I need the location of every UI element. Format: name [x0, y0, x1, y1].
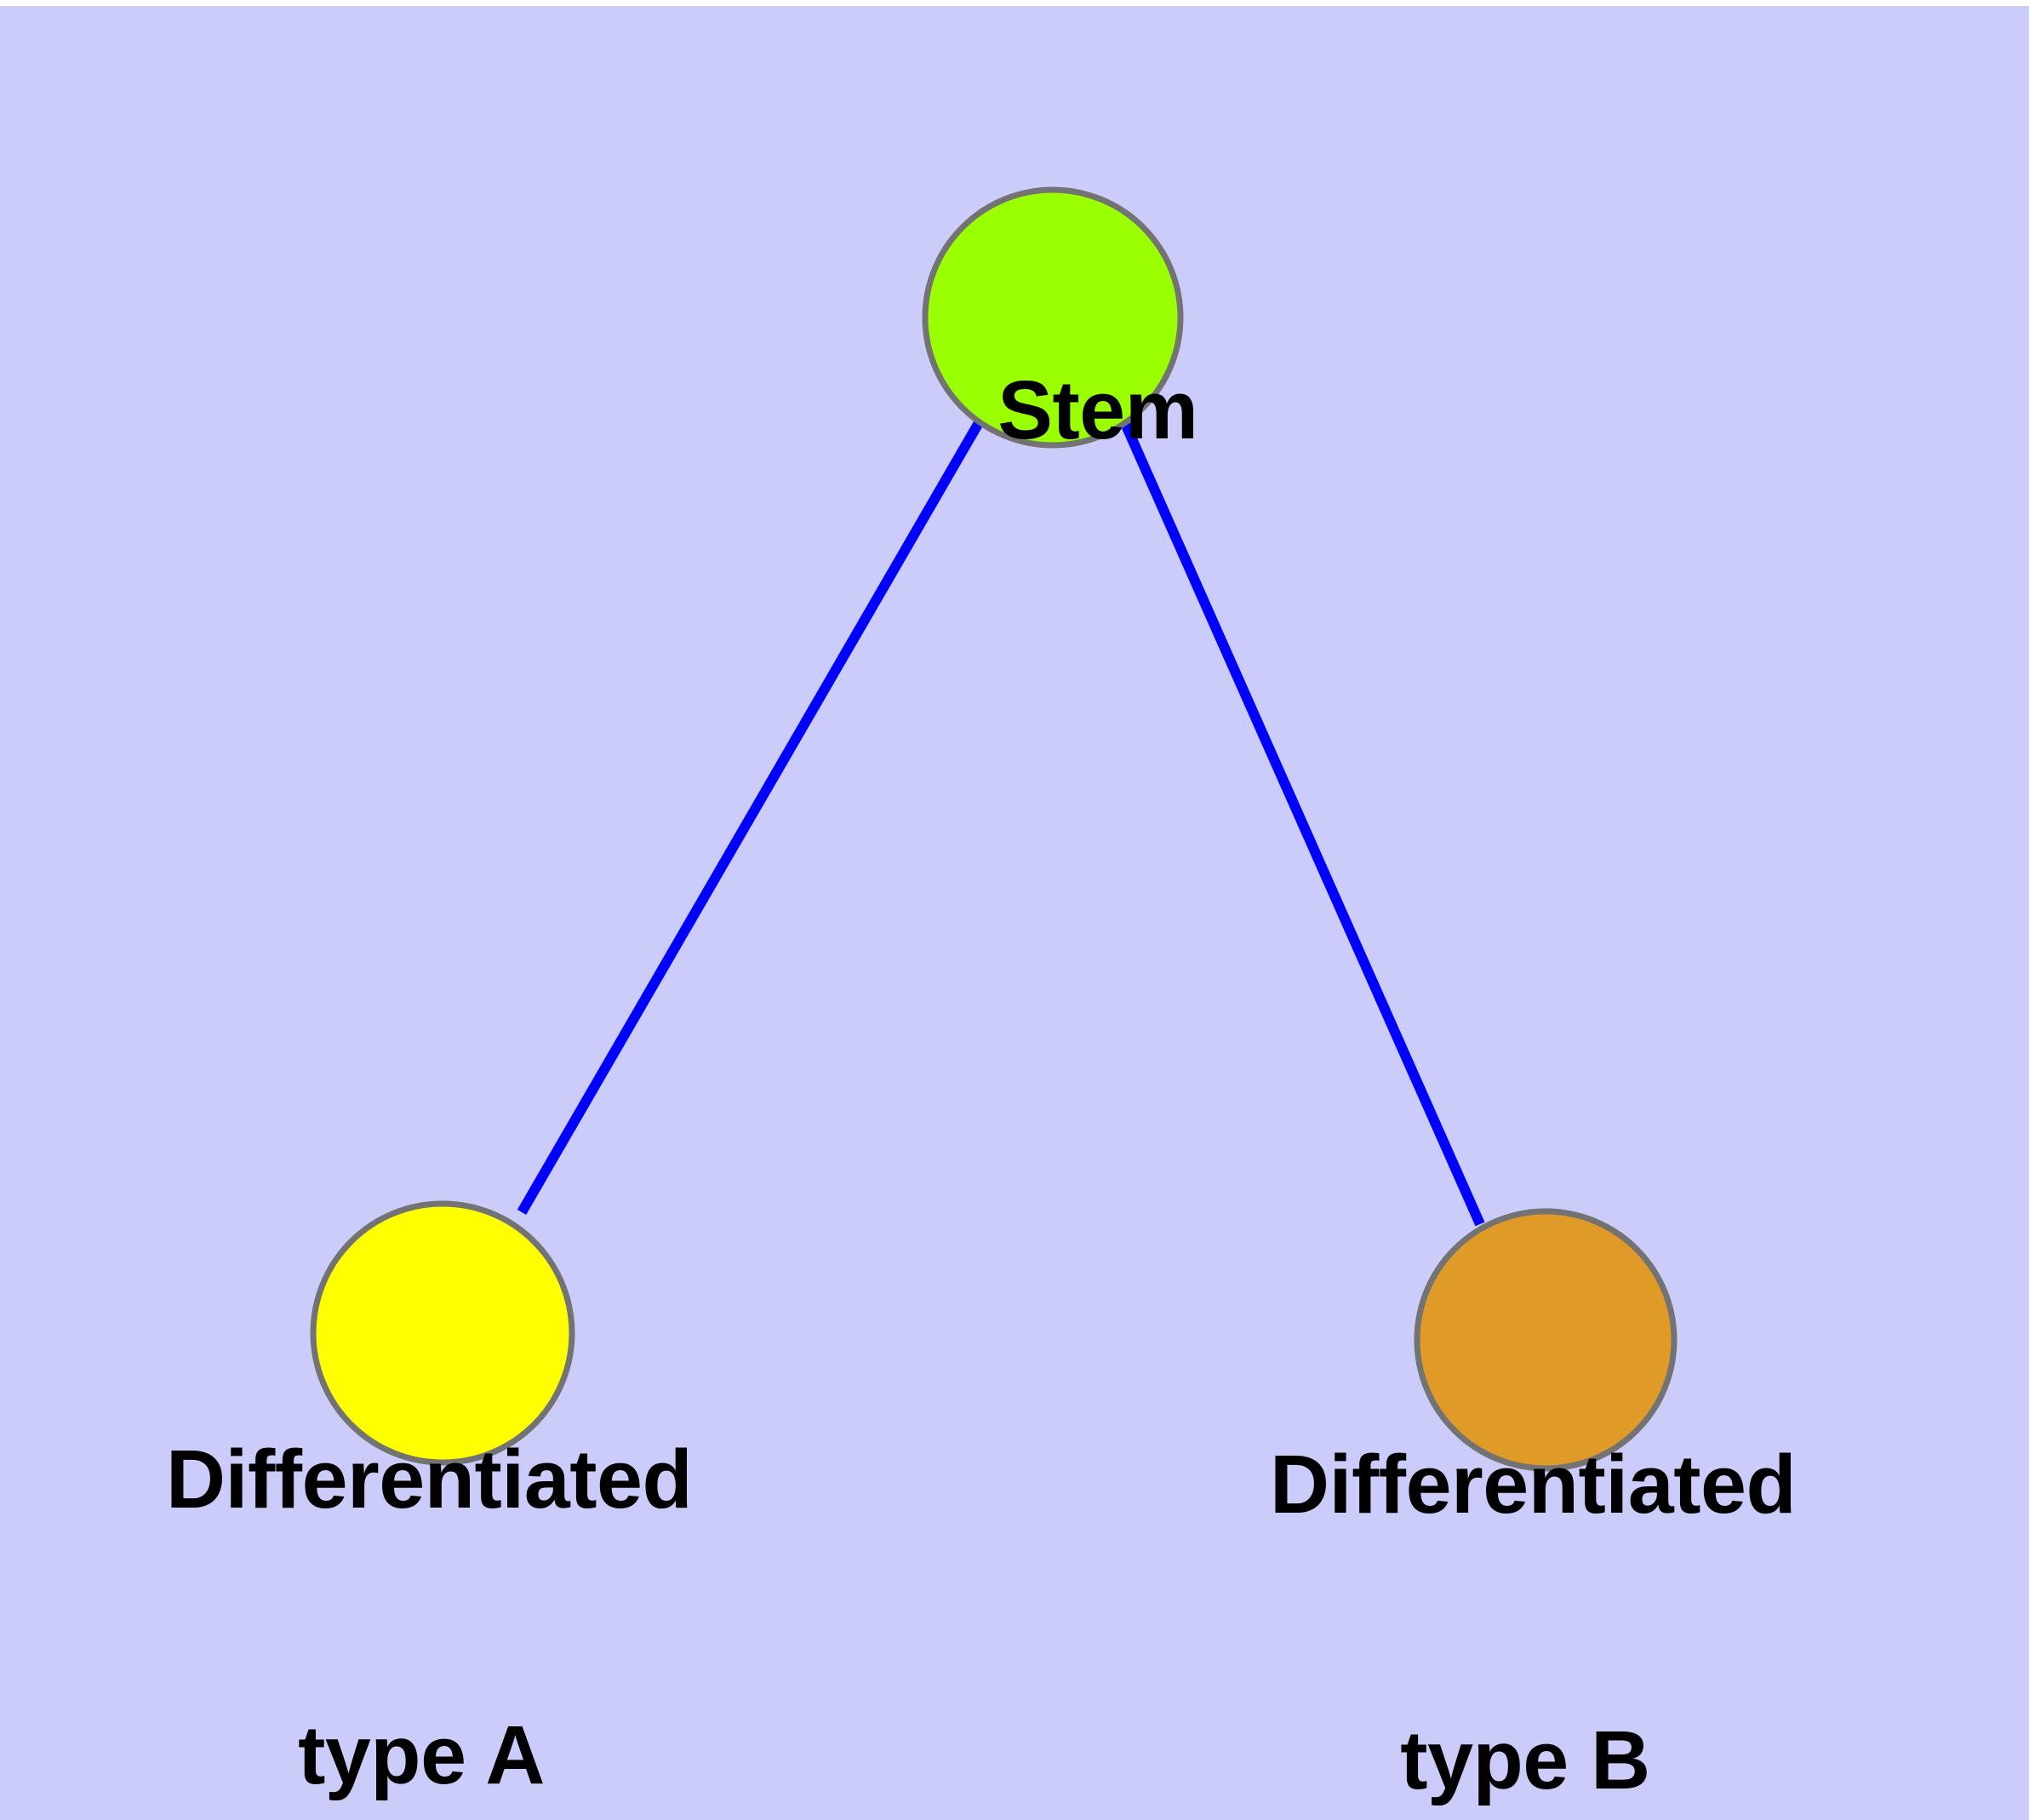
- node-differentiated-type-b[interactable]: [1414, 1208, 1677, 1472]
- node-stem[interactable]: [922, 186, 1184, 449]
- node-differentiated-type-a[interactable]: [310, 1200, 575, 1466]
- edge-stem-to-differentiated-b: [1118, 417, 1485, 1227]
- edge-stem-to-differentiated-a: [517, 418, 985, 1216]
- canvas-top-margin: [0, 0, 2029, 6]
